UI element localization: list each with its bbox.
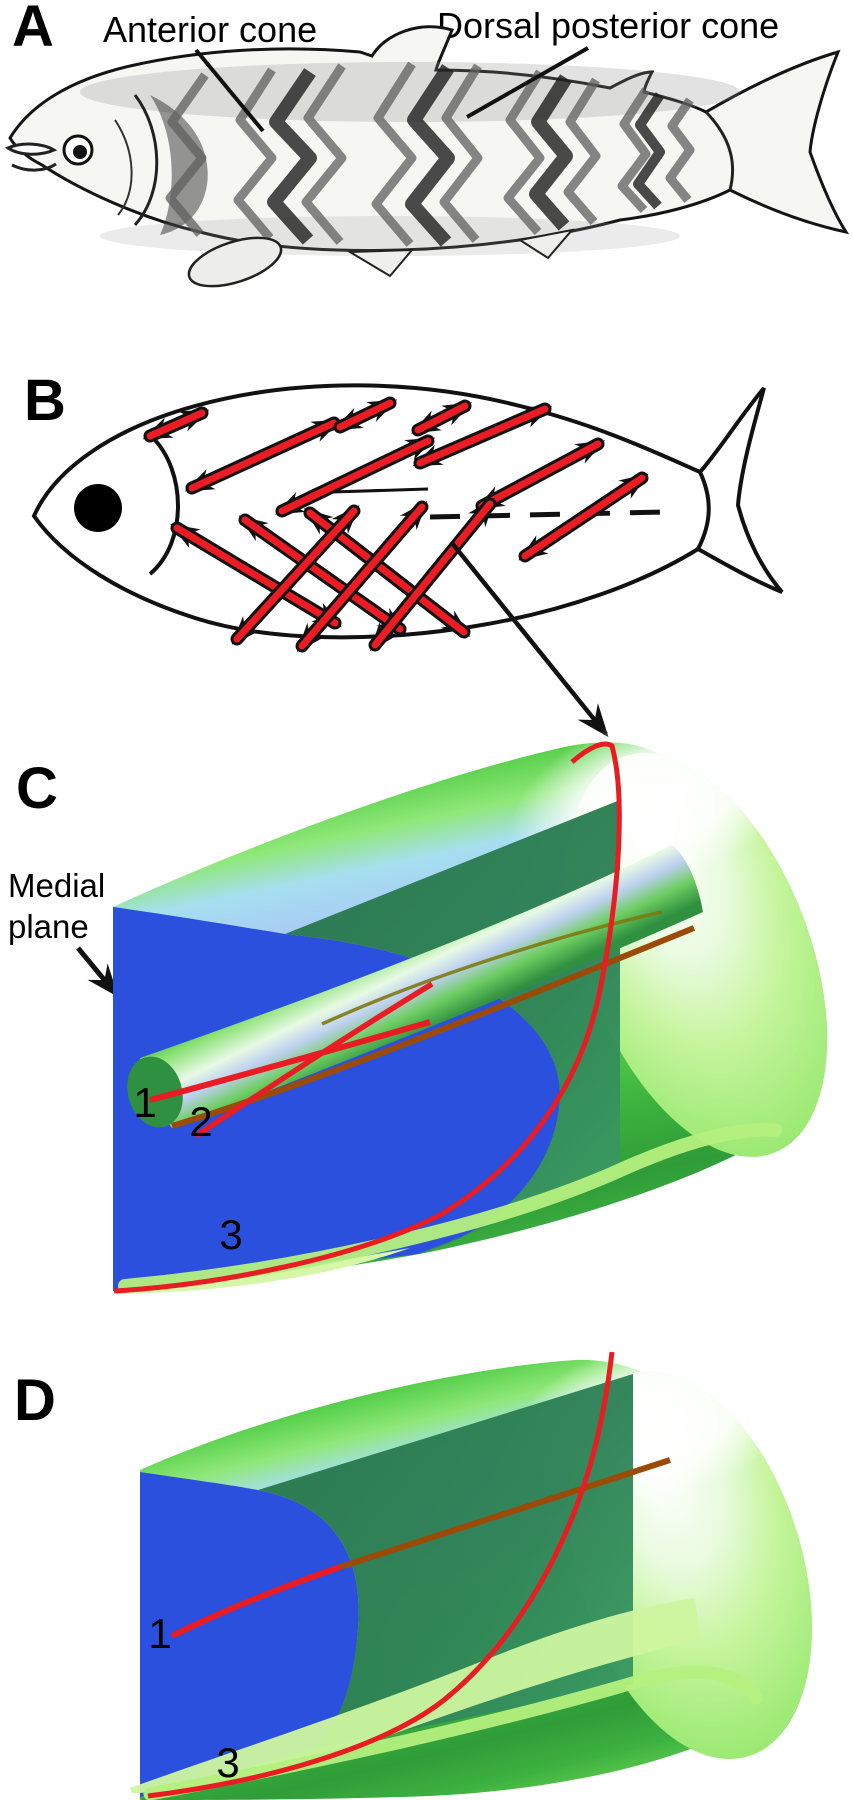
fish-a-mouth bbox=[4, 142, 58, 156]
fiber-trajectory-3-c bbox=[113, 741, 622, 1294]
fish-a-tail-base-line bbox=[704, 110, 735, 191]
fiber-trajectory-1-c bbox=[149, 1019, 431, 1103]
dorsal-posterior-cone-pointer bbox=[466, 46, 589, 119]
muscle-band bbox=[274, 434, 436, 518]
bottom-rim-d bbox=[143, 1665, 764, 1800]
dorsal-posterior-cone-label: Dorsal posterior cone bbox=[437, 5, 779, 46]
muscle-band bbox=[142, 406, 210, 443]
anterior-cone-pointer bbox=[194, 48, 265, 133]
muscle-bands bbox=[142, 396, 649, 653]
muscle-band bbox=[412, 402, 553, 470]
panel-a-label: A bbox=[12, 0, 54, 59]
myomere-chevrons bbox=[165, 61, 695, 247]
panel-a: A Anterior cone Dorsal posterior cone bbox=[4, 0, 850, 288]
panel-b: B bbox=[24, 368, 784, 738]
fish-a-gill-cover bbox=[133, 94, 159, 226]
fish-a-pupil bbox=[73, 145, 87, 159]
bottom-rim-c bbox=[118, 1122, 782, 1293]
trajectory-label-1-d: 1 bbox=[148, 1610, 171, 1657]
cylinder-model-c: 1 2 3 bbox=[113, 706, 828, 1294]
fish-a-anterior-dark-cone bbox=[150, 95, 208, 235]
medial-plane-label-line1: Medial bbox=[8, 867, 105, 904]
panel-c-label: C bbox=[16, 756, 58, 821]
fish-b-eye bbox=[74, 484, 122, 532]
fish-a-anal-fin bbox=[517, 228, 575, 260]
panel-d-label: D bbox=[14, 1368, 56, 1433]
trajectory-label-3-c: 3 bbox=[219, 1211, 242, 1258]
fish-a-pectoral-fin bbox=[187, 236, 283, 288]
inner-cylinder-face-c bbox=[127, 1056, 183, 1128]
fiber-trajectory-1-d bbox=[170, 1564, 341, 1639]
fiber-trajectory-3-d bbox=[147, 1351, 615, 1799]
fiber-trajectory-2-c bbox=[194, 981, 434, 1139]
panel-b-label: B bbox=[24, 368, 66, 433]
inner-bottom-wedge-d bbox=[130, 1598, 700, 1793]
occluded-trajectory-brown-d bbox=[339, 1457, 671, 1570]
myomere-dark-bands bbox=[267, 64, 665, 247]
fish-a-pelvic-fin bbox=[346, 248, 415, 278]
trajectory-label-3-d: 3 bbox=[216, 1739, 239, 1786]
fish-b-gill-line bbox=[148, 435, 180, 576]
fish-b-tail-base-line bbox=[696, 471, 711, 550]
medial-plane-arrow bbox=[76, 946, 119, 998]
trajectory-label-2-c: 2 bbox=[189, 1098, 212, 1145]
medial-plane-face-d bbox=[140, 1472, 359, 1797]
inner-cylinder-c bbox=[140, 845, 703, 1128]
muscle-band bbox=[518, 471, 649, 563]
panel-c: C Medial plane 1 2 3 bbox=[8, 706, 828, 1294]
fish-a-lower-lip bbox=[11, 162, 57, 172]
medial-plane-label-line2: plane bbox=[8, 908, 89, 945]
occluded-trajectory-olive-c bbox=[321, 910, 663, 1026]
muscle-band bbox=[332, 396, 398, 434]
muscle-band bbox=[184, 416, 342, 495]
fish-a-gill-inner bbox=[114, 119, 133, 216]
anterior-cone-label: Anterior cone bbox=[103, 9, 317, 50]
muscle-band bbox=[368, 497, 497, 652]
cylinder-model-d: 1 3 bbox=[130, 1334, 813, 1800]
zoom-arrow-b-to-c bbox=[450, 541, 609, 738]
panel-d: D 1 3 bbox=[14, 1334, 813, 1800]
trajectory-label-1-c: 1 bbox=[133, 1079, 156, 1126]
fish-engraving bbox=[4, 25, 850, 288]
